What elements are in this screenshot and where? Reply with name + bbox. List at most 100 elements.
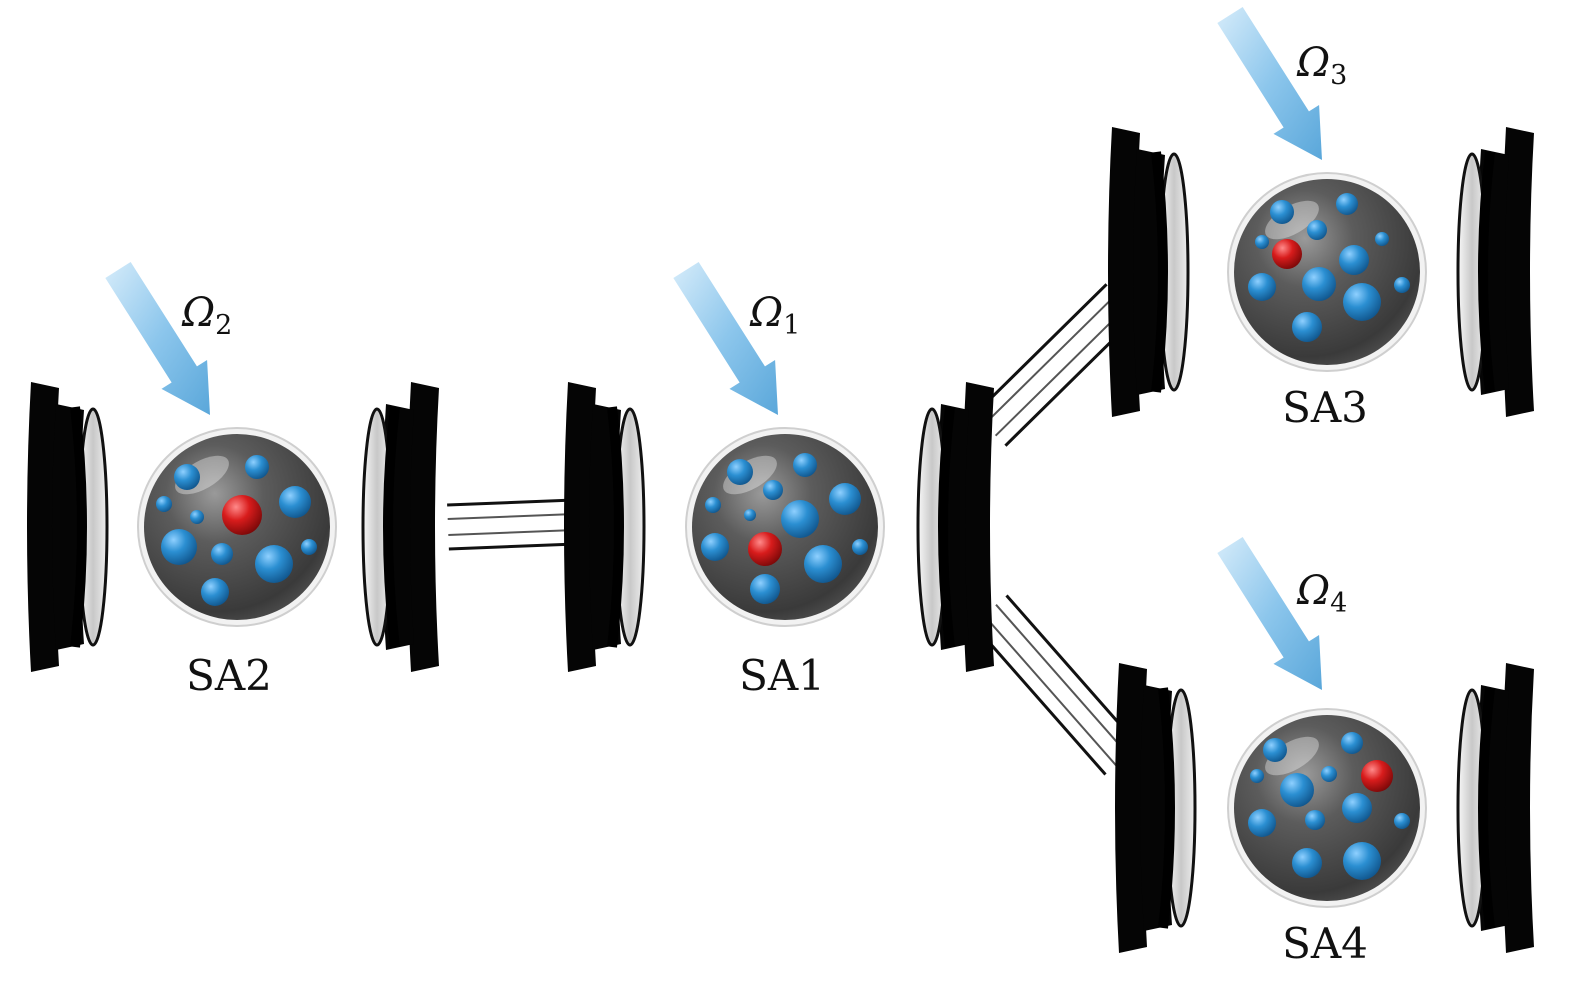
fiber-sa2-sa1-line-3 — [448, 542, 576, 551]
sa2-atom-blue-3 — [156, 496, 172, 512]
sa1-atom-blue-2 — [829, 483, 861, 515]
fiber-sa1-sa4 — [972, 594, 1140, 776]
sa3-atom-blue-7 — [1302, 267, 1336, 301]
label-sa2: SA2 — [186, 651, 272, 700]
label-sa1: SA1 — [739, 651, 825, 700]
sa1-atom-blue-7 — [701, 533, 729, 561]
sa2-left-mirror — [27, 382, 109, 672]
sa1-right-mirror — [916, 382, 994, 672]
sa1-atom-blue-3 — [705, 497, 721, 513]
sa3-atom-blue-3 — [1375, 232, 1389, 246]
sa3-atom-blue-2 — [1307, 220, 1327, 240]
fiber-sa1-sa3-line-1 — [983, 293, 1118, 426]
sa1-pump-arrow — [673, 261, 778, 415]
sa2-left-mirror-edge — [70, 406, 87, 648]
sa4-atom-blue-4 — [1280, 773, 1314, 807]
sa4-atom-red — [1361, 760, 1393, 792]
sa1-left-mirror-plate-outer — [564, 382, 596, 672]
sa3-left-mirror — [1108, 127, 1190, 417]
cavity-labels: SA2 SA1 SA3 SA4 — [186, 383, 1368, 968]
sa4-sphere-highlight — [1265, 736, 1319, 776]
sa4-atom-blue-7 — [1248, 809, 1276, 837]
sa3-sphere-highlight — [1265, 200, 1319, 240]
sa1-atomic-ensemble — [685, 427, 885, 627]
sa4-left-mirror-edge — [1158, 687, 1175, 929]
sa3-atom-blue-5 — [1339, 245, 1369, 275]
sa3-atomic-ensemble — [1227, 172, 1427, 372]
sa4-atom-blue-3 — [1250, 769, 1264, 783]
sa1-atom-blue-9 — [852, 539, 868, 555]
sa1-left-mirror — [564, 382, 646, 672]
fiber-sa2-sa1-line-0 — [447, 498, 575, 507]
sa3-atom-blue-6 — [1248, 273, 1276, 301]
cavity-sa3 — [1108, 6, 1534, 417]
sa4-left-mirror-plate-outer — [1115, 663, 1147, 953]
sa3-pump-arrow — [1217, 6, 1322, 160]
pump-label-1: Ω1 — [749, 290, 800, 341]
cavity-sa2 — [27, 261, 439, 672]
sa4-atom-blue-2 — [1321, 766, 1337, 782]
sa4-atom-blue-1 — [1341, 732, 1363, 754]
sa2-right-mirror-edge — [383, 406, 400, 648]
sa3-atom-blue-9 — [1394, 277, 1410, 293]
sa3-right-mirror-plate-outer — [1502, 127, 1534, 417]
cavities — [27, 6, 1534, 953]
sa1-right-mirror-plate-outer — [962, 382, 994, 672]
sa4-atom-blue-5 — [1342, 793, 1372, 823]
sa1-atom-blue-1 — [793, 453, 817, 477]
sa2-atom-blue-6 — [211, 543, 233, 565]
label-sa4: SA4 — [1282, 919, 1368, 968]
sa3-atom-blue-8 — [1343, 283, 1381, 321]
sa2-atom-blue-5 — [161, 529, 197, 565]
sa3-atom-blue-10 — [1292, 312, 1322, 342]
sa3-right-mirror — [1456, 127, 1534, 417]
sa3-atom-blue-0 — [1270, 200, 1294, 224]
sa3-atom-blue-1 — [1336, 193, 1358, 215]
sa4-right-mirror-plate-outer — [1502, 663, 1534, 953]
fiber-sa1-sa4-line-3 — [972, 623, 1107, 776]
sa1-atom-red — [748, 532, 782, 566]
sa2-atom-blue-7 — [255, 545, 293, 583]
sa4-atom-blue-8 — [1394, 813, 1410, 829]
fiber-sa1-sa3-line-0 — [973, 283, 1108, 416]
sa2-atom-blue-8 — [301, 539, 317, 555]
fiber-sa1-sa4-line-1 — [995, 604, 1129, 756]
sa1-atom-blue-8 — [804, 545, 842, 583]
sa2-right-mirror — [361, 382, 439, 672]
sa3-atom-blue-4 — [1255, 235, 1269, 249]
sa1-right-mirror-edge — [938, 406, 955, 648]
sa4-left-mirror — [1115, 663, 1197, 953]
sa2-atom-blue-9 — [201, 578, 229, 606]
fiber-sa2-sa1-line-1 — [447, 513, 575, 521]
pump-label-3: Ω3 — [1296, 40, 1347, 91]
sa3-left-mirror-plate-outer — [1108, 127, 1140, 417]
sa3-left-mirror-edge — [1151, 151, 1168, 393]
fiber-sa1-sa3-line-2 — [994, 304, 1129, 437]
sa2-atom-red — [222, 495, 262, 535]
sa2-atom-blue-1 — [245, 455, 269, 479]
sa4-atom-blue-10 — [1343, 842, 1381, 880]
sa4-sphere — [1234, 715, 1420, 901]
sa4-pump-arrow — [1217, 536, 1322, 690]
sa1-atom-blue-10 — [750, 574, 780, 604]
sa2-pump-arrow — [105, 261, 210, 415]
sa4-atomic-ensemble — [1227, 708, 1427, 908]
sa2-atom-blue-2 — [279, 486, 311, 518]
label-sa3: SA3 — [1282, 383, 1368, 432]
fiber-sa1-sa4-line-2 — [983, 614, 1117, 766]
sa4-atom-blue-6 — [1305, 810, 1325, 830]
cavity-sa4 — [1115, 536, 1534, 953]
sa2-right-mirror-plate-outer — [407, 382, 439, 672]
sa4-atom-blue-0 — [1263, 738, 1287, 762]
pump-label-2: Ω2 — [181, 290, 232, 341]
sa1-atom-blue-0 — [727, 459, 753, 485]
fiber-sa2-sa1 — [447, 498, 576, 551]
sa3-atom-red — [1272, 239, 1302, 269]
sa1-atom-blue-6 — [781, 500, 819, 538]
cavity-sa1 — [564, 261, 994, 672]
pump-label-4: Ω4 — [1296, 568, 1347, 619]
sa4-right-mirror-edge — [1478, 687, 1495, 929]
sa1-left-mirror-edge — [607, 406, 624, 648]
fiber-sa2-sa1-line-2 — [448, 528, 576, 536]
